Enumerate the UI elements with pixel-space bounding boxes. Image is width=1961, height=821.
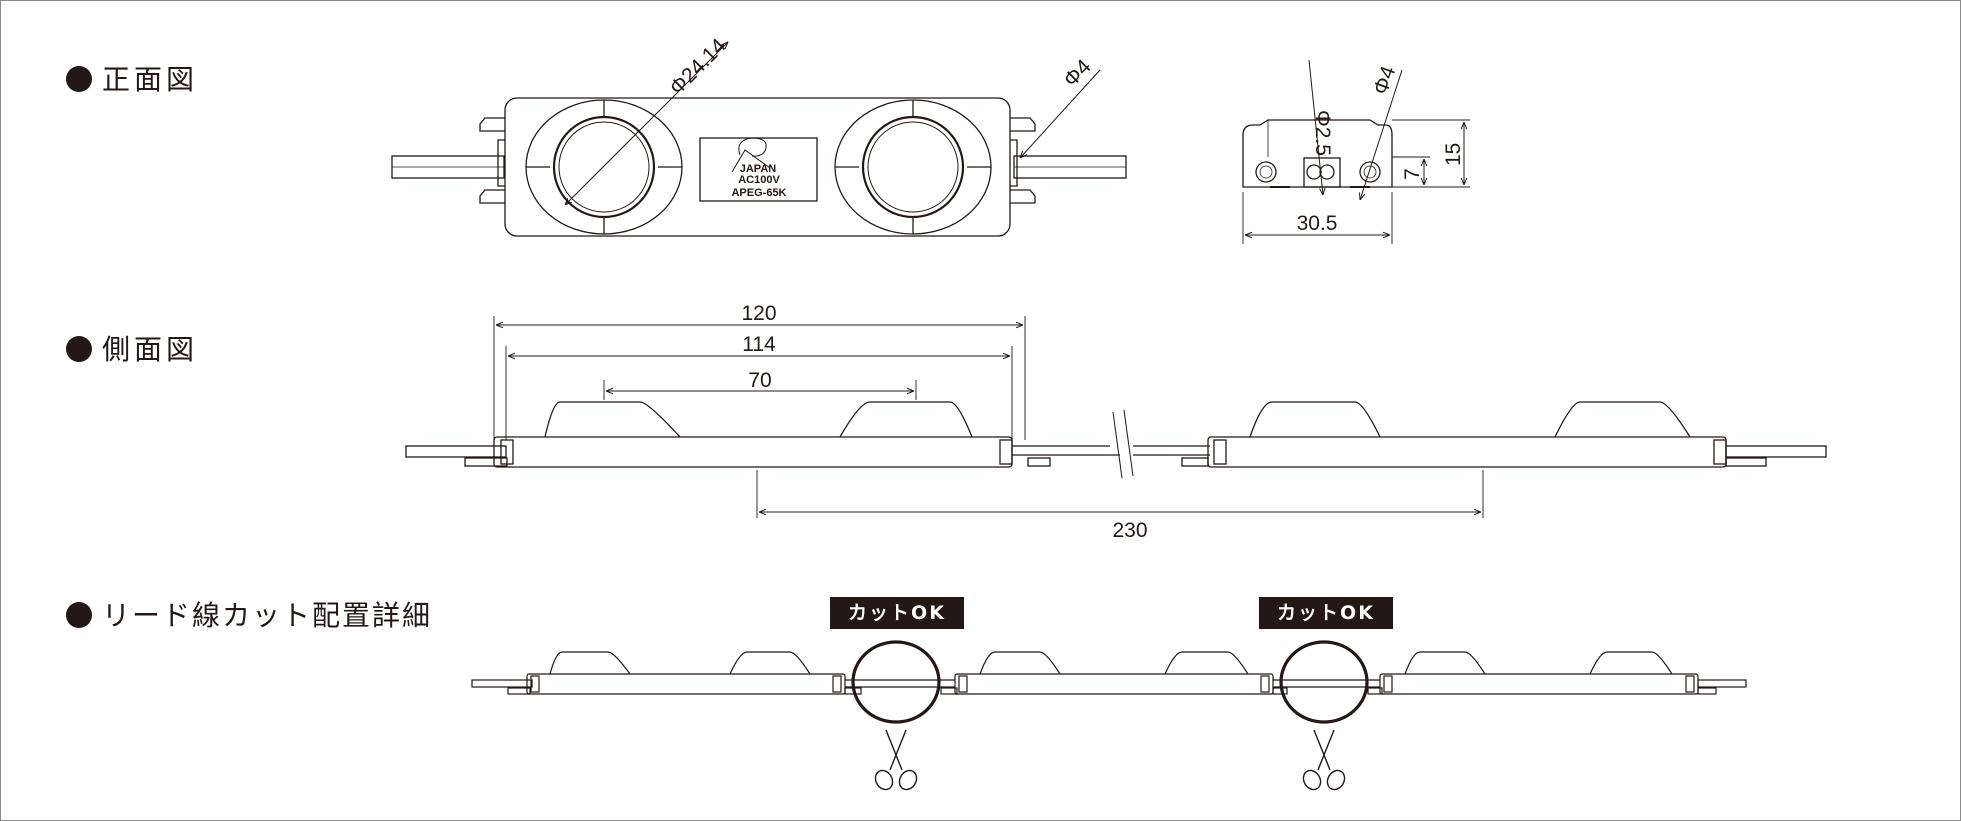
- cut-zone-circle: [851, 640, 941, 724]
- cut-ok-badge: カットOK: [1259, 597, 1393, 629]
- mount-tab: [1010, 189, 1036, 204]
- lens-dome: [1554, 401, 1691, 438]
- module-body-cut: [954, 673, 1274, 695]
- mount-tab: [479, 189, 505, 204]
- hole-left: [1255, 161, 1277, 183]
- lens-dome: [544, 401, 681, 438]
- section-title-front: 正面図: [66, 58, 198, 98]
- lens-dome: [839, 401, 973, 438]
- module-body-cut: [1379, 673, 1699, 695]
- dim-mount-hole: Φ4: [1059, 55, 1096, 92]
- section-label: 正面図: [102, 63, 199, 96]
- lead-wire-right: [1725, 445, 1827, 458]
- hole-right: [1359, 161, 1381, 183]
- mount-tab: [479, 117, 505, 132]
- section-label: リード線カット配置詳細: [102, 599, 433, 632]
- lens-right: [861, 115, 965, 219]
- mount-tab: [1010, 117, 1036, 132]
- dim-height-body: 7: [1401, 168, 1424, 180]
- dim-height-total: 15: [1442, 143, 1465, 166]
- bullet-icon: [66, 66, 92, 92]
- bullet-icon: [66, 336, 92, 362]
- cut-ok-label: カットOK: [848, 602, 946, 624]
- cut-ok-badge: カットOK: [830, 597, 964, 629]
- scissors-icon: [874, 729, 918, 791]
- end-profile: [1242, 119, 1393, 188]
- section-title-cut: リード線カット配置詳細: [66, 594, 432, 634]
- lead-wire-left: [405, 445, 507, 458]
- label-line-1: AC100V: [738, 174, 780, 186]
- dim-lens-pitch: 70: [748, 369, 771, 392]
- section-title-side: 側面図: [66, 328, 198, 368]
- module-body-cut: [526, 673, 846, 695]
- dim-hole-large: Φ4: [1369, 63, 1400, 98]
- front-view: [391, 42, 1127, 237]
- end-view: [1242, 59, 1470, 244]
- module-body-side: [1207, 436, 1727, 468]
- cut-zone-circle: [1279, 640, 1369, 724]
- module-body: [504, 97, 1011, 237]
- dim-overall-length: 120: [741, 302, 776, 325]
- dim-lens-diameter: Φ24.14: [665, 34, 730, 99]
- brand-logo-icon: [738, 137, 767, 157]
- dim-hole-small: Φ2.5: [1311, 110, 1334, 156]
- dim-width: 30.5: [1297, 212, 1338, 235]
- cut-ok-label: カットOK: [1277, 602, 1375, 624]
- scissors-icon: [1302, 729, 1346, 791]
- module-body-side: [493, 436, 1013, 468]
- lens-left: [552, 115, 656, 219]
- section-label: 側面図: [102, 333, 199, 366]
- dim-module-pitch: 230: [1112, 519, 1147, 542]
- brand-logo-text: JAPAN: [740, 163, 777, 175]
- dim-body-length: 114: [742, 333, 776, 356]
- lens-dome: [1249, 401, 1381, 438]
- cut-detail-view: [471, 640, 1747, 724]
- bullet-icon: [66, 602, 92, 628]
- label-line-2: APEG-65K: [731, 187, 786, 199]
- side-view: [405, 316, 1827, 518]
